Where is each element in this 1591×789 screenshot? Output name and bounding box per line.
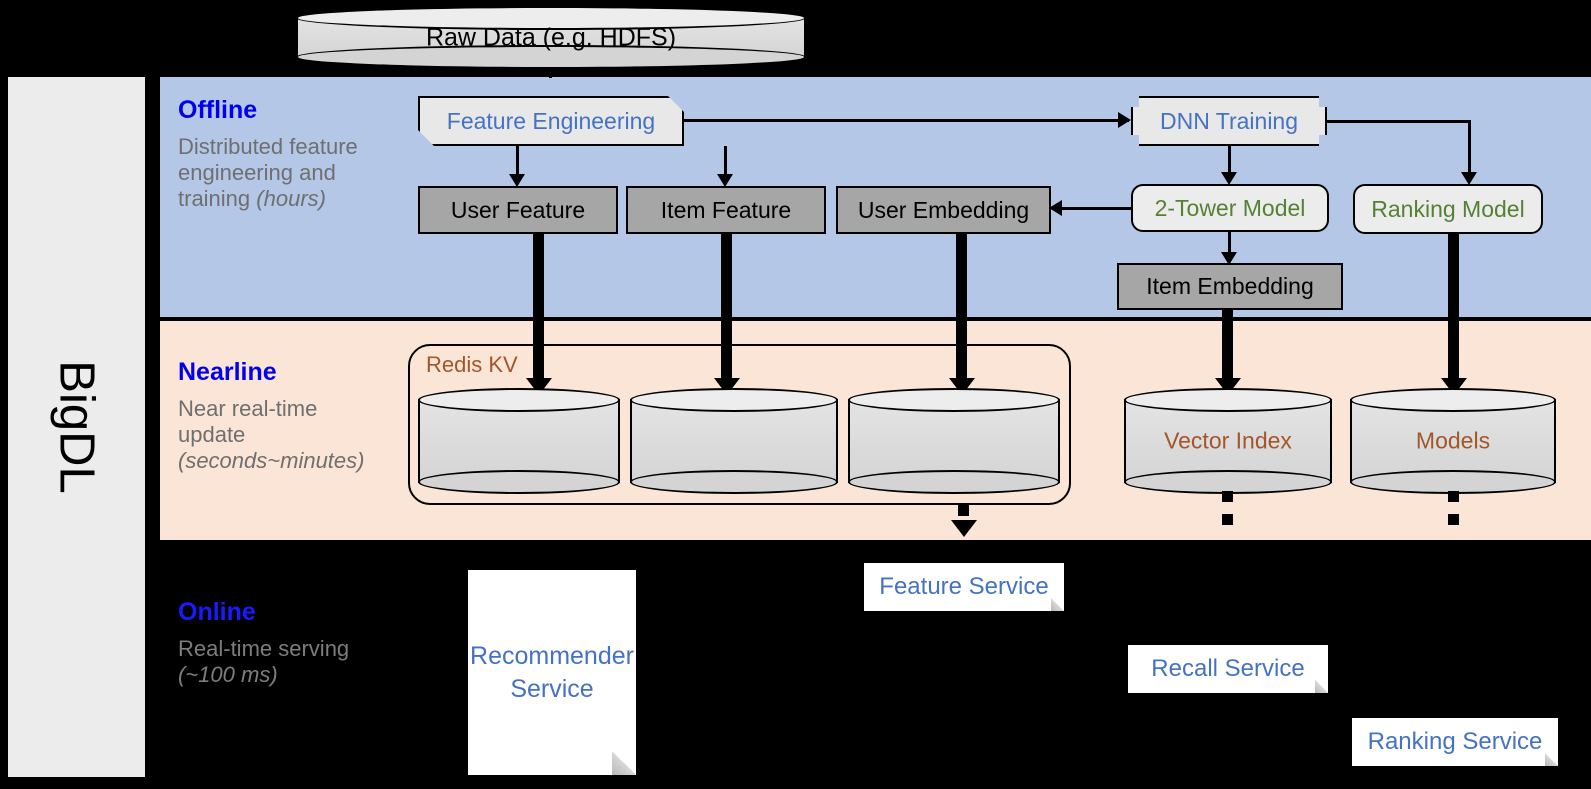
arrowhead-fe-userfeature xyxy=(509,174,525,187)
cylinder-body xyxy=(1124,399,1332,483)
node-recommender-service[interactable]: Recommender Service xyxy=(468,570,636,775)
cylinder-bottom xyxy=(630,470,838,494)
online-subtitle: Real-time serving (~100 ms) xyxy=(178,636,350,687)
node-user-feature[interactable]: User Feature xyxy=(418,186,618,234)
arrowhead-fe-itemfeature xyxy=(717,174,733,187)
cylinder-bottom xyxy=(418,470,620,494)
cylinder-top xyxy=(296,6,806,30)
redis-kv-group xyxy=(408,344,1071,505)
dash-recallservice-1 xyxy=(1222,491,1233,502)
arrowhead-2tower-itememb xyxy=(1221,252,1237,265)
recall-service-label: Recall Service xyxy=(1151,655,1305,682)
node-dnn-training[interactable]: DNN Training xyxy=(1131,96,1327,146)
cylinder-body xyxy=(1350,399,1556,483)
nearline-title: Nearline xyxy=(178,358,277,386)
node-item-feature[interactable]: Item Feature xyxy=(626,186,826,234)
cylinder-bottom xyxy=(848,470,1060,494)
platform-name-label: BigDL xyxy=(49,360,104,494)
ribbon-notch-br xyxy=(1319,135,1330,146)
page-fold-icon xyxy=(1051,598,1064,611)
arrowhead-store-featureservice xyxy=(951,520,977,537)
models-label: Models xyxy=(1415,427,1491,454)
pipe-itememb-vectorindex xyxy=(1222,310,1233,384)
pipe-userfeature-store xyxy=(533,234,544,384)
node-user-embedding[interactable]: User Embedding xyxy=(836,186,1051,234)
page-fold-icon xyxy=(1545,753,1558,766)
pipe-itemfeature-store xyxy=(721,234,732,384)
dash-featureservice-1 xyxy=(958,505,969,516)
node-feature-engineering[interactable]: Feature Engineering xyxy=(418,96,684,146)
cylinder-top xyxy=(630,388,838,412)
ribbon-notch-bl xyxy=(1128,135,1139,146)
offline-title: Offline xyxy=(178,96,258,124)
caption-offline: Offline Distributed feature engineering … xyxy=(178,96,378,212)
platform-sidebar: BigDL xyxy=(8,77,145,777)
connector-dnn-2tower xyxy=(1228,146,1231,176)
arrowhead-2tower-userembedding xyxy=(1049,200,1062,216)
dash-rankingservice-2 xyxy=(1448,514,1459,525)
pipe-rankingmodel-models xyxy=(1448,234,1459,384)
ribbon-notch-tl xyxy=(1128,96,1139,107)
node-item-embedding[interactable]: Item Embedding xyxy=(1117,263,1343,310)
offline-subtitle: Distributed feature engineering and trai… xyxy=(178,134,358,211)
feature-service-label: Feature Service xyxy=(879,573,1049,600)
cylinder-top xyxy=(1350,388,1556,412)
node-2-tower-model[interactable]: 2-Tower Model xyxy=(1131,184,1329,232)
cylinder-bottom xyxy=(296,45,806,69)
ribbon-notch-tr xyxy=(1319,96,1330,107)
node-feature-service[interactable]: Feature Service xyxy=(864,563,1064,611)
redis-kv-label: Redis KV xyxy=(426,352,518,377)
store-user-embedding-cylinder[interactable] xyxy=(848,388,1060,494)
connector-fe-dnn xyxy=(684,119,1129,122)
cylinder-top xyxy=(848,388,1060,412)
nearline-subtitle: Near real-time update (seconds~minutes) xyxy=(178,396,365,473)
connector-2tower-itememb xyxy=(1228,232,1231,258)
cylinder-body xyxy=(630,399,838,483)
arrowhead-dnn-ranking xyxy=(1461,172,1477,185)
connector-dnn-ranking-v xyxy=(1468,120,1471,176)
online-title: Online xyxy=(178,598,256,626)
raw-data-cylinder: Raw Data (e.g. HDFS) xyxy=(296,6,806,69)
cylinder-top xyxy=(418,388,620,412)
cylinder-top xyxy=(1124,388,1332,412)
models-cylinder[interactable]: Models xyxy=(1350,388,1556,494)
ranking-service-label: Ranking Service xyxy=(1367,728,1543,755)
caption-online: Online Real-time serving (~100 ms) xyxy=(178,598,378,688)
connector-fe-itemfeature xyxy=(724,146,727,178)
cylinder-body xyxy=(848,399,1060,483)
connector-dnn-ranking-h xyxy=(1327,120,1470,123)
store-user-feature-cylinder[interactable] xyxy=(418,388,620,494)
recommender-service-label: Recommender Service xyxy=(470,642,634,703)
node-ranking-model[interactable]: Ranking Model xyxy=(1353,184,1543,234)
page-fold-icon xyxy=(612,751,636,775)
page-fold-icon xyxy=(1315,680,1328,693)
vector-index-label: Vector Index xyxy=(1164,427,1292,454)
dash-recallservice-2 xyxy=(1222,514,1233,525)
cylinder-body xyxy=(418,399,620,483)
pipe-userembedding-store xyxy=(956,234,967,384)
vector-index-cylinder[interactable]: Vector Index xyxy=(1124,388,1332,494)
store-item-feature-cylinder[interactable] xyxy=(630,388,838,494)
caption-nearline: Nearline Near real-time update (seconds~… xyxy=(178,358,378,474)
node-ranking-service[interactable]: Ranking Service xyxy=(1352,718,1558,766)
raw-data-label: Raw Data (e.g. HDFS) xyxy=(425,23,677,51)
connector-fe-userfeature xyxy=(516,146,519,178)
dash-rankingservice-1 xyxy=(1448,491,1459,502)
connector-2tower-userembedding xyxy=(1058,207,1133,210)
arrowhead-dnn-2tower xyxy=(1221,172,1237,185)
arrowhead-fe-dnn xyxy=(1118,112,1131,128)
node-recall-service[interactable]: Recall Service xyxy=(1128,645,1328,693)
